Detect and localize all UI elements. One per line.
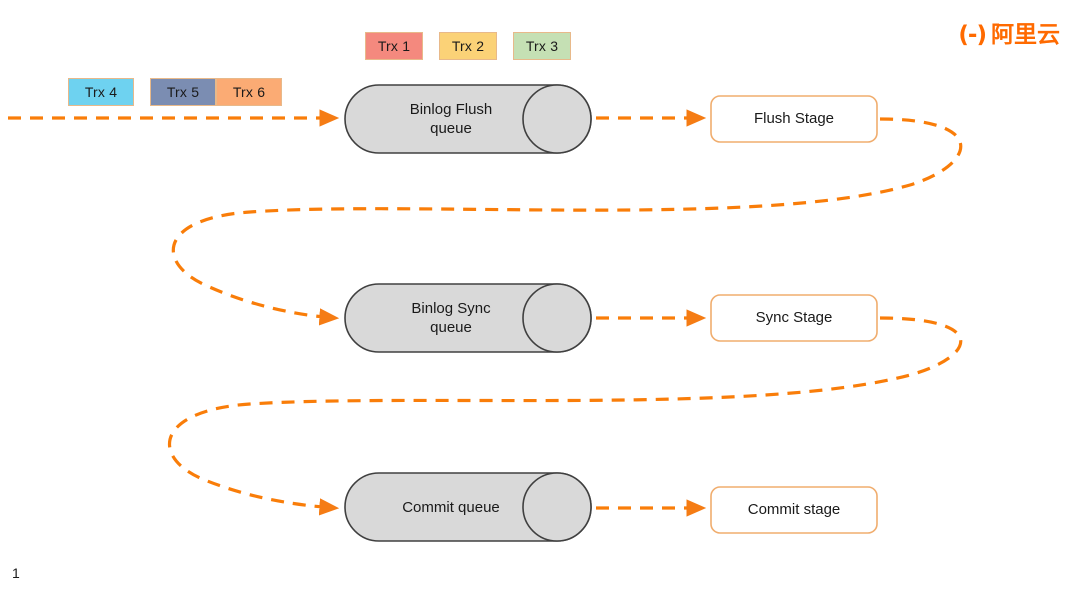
connector-sync-stage-to-commit-queue bbox=[168, 316, 963, 516]
trx-chip-queued-1[interactable]: Trx 2 bbox=[439, 32, 497, 60]
logo-mark-icon: (-) bbox=[958, 22, 987, 48]
trx-chip-label: Trx 4 bbox=[84, 84, 118, 100]
trx-chip-queued-0[interactable]: Trx 1 bbox=[365, 32, 423, 60]
connector-flush-stage-to-sync-queue bbox=[171, 117, 963, 326]
stage-shape-flush-stage bbox=[710, 95, 878, 143]
trx-chip-incoming-0[interactable]: Trx 4 bbox=[68, 78, 134, 106]
trx-chip-label: Trx 5 bbox=[166, 84, 200, 100]
stage-shape-sync-stage bbox=[710, 294, 878, 342]
alibaba-cloud-logo: (-) 阿里云 bbox=[958, 24, 1060, 47]
trx-chip-label: Trx 2 bbox=[451, 38, 485, 54]
logo-wordmark: 阿里云 bbox=[991, 22, 1060, 48]
trx-chip-incoming-1[interactable]: Trx 5 bbox=[150, 78, 216, 106]
trx-chip-label: Trx 3 bbox=[525, 38, 559, 54]
trx-chip-incoming-2[interactable]: Trx 6 bbox=[216, 78, 282, 106]
stage-shape-commit-stage bbox=[710, 486, 878, 534]
trx-chip-label: Trx 6 bbox=[232, 84, 266, 100]
queue-shape-commit-queue bbox=[344, 472, 592, 542]
page-number: 1 bbox=[12, 565, 20, 581]
trx-chip-queued-2[interactable]: Trx 3 bbox=[513, 32, 571, 60]
queue-shape-binlog-sync-queue bbox=[344, 283, 592, 353]
trx-chip-label: Trx 1 bbox=[377, 38, 411, 54]
queue-shape-binlog-flush-queue bbox=[344, 84, 592, 154]
